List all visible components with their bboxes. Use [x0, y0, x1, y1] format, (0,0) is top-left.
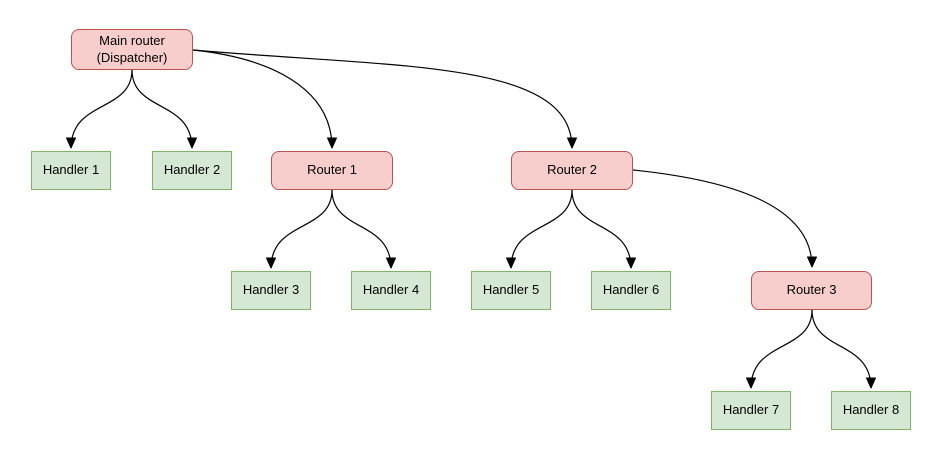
edge-router-3-to-handler-7: [746, 309, 813, 389]
edge-router-2-to-handler-5: [506, 189, 573, 269]
node-handler-4: Handler 4: [351, 271, 431, 310]
edge-router-3-to-handler-8: [811, 309, 876, 389]
edge-main-router-to-router-2: [192, 49, 577, 149]
node-router-2: Router 2: [511, 151, 633, 190]
edge-router-2-to-handler-6: [571, 189, 636, 269]
node-router-3: Router 3: [751, 271, 872, 310]
edge-router-1-to-handler-4: [331, 189, 396, 269]
edge-main-router-to-handler-1: [66, 69, 133, 149]
node-handler-6: Handler 6: [591, 271, 671, 310]
node-main-router: Main router (Dispatcher): [71, 29, 193, 70]
edge-main-router-to-handler-2: [131, 69, 197, 149]
edge-main-router-to-router-1: [192, 49, 337, 149]
node-handler-8: Handler 8: [831, 391, 911, 430]
node-handler-3: Handler 3: [231, 271, 311, 310]
node-handler-7: Handler 7: [711, 391, 791, 430]
edge-router-2-to-router-3: [632, 169, 817, 268]
node-handler-1: Handler 1: [31, 151, 111, 190]
node-router-1: Router 1: [271, 151, 393, 190]
edge-router-1-to-handler-3: [266, 189, 333, 269]
node-handler-5: Handler 5: [471, 271, 551, 310]
node-handler-2: Handler 2: [152, 151, 232, 190]
